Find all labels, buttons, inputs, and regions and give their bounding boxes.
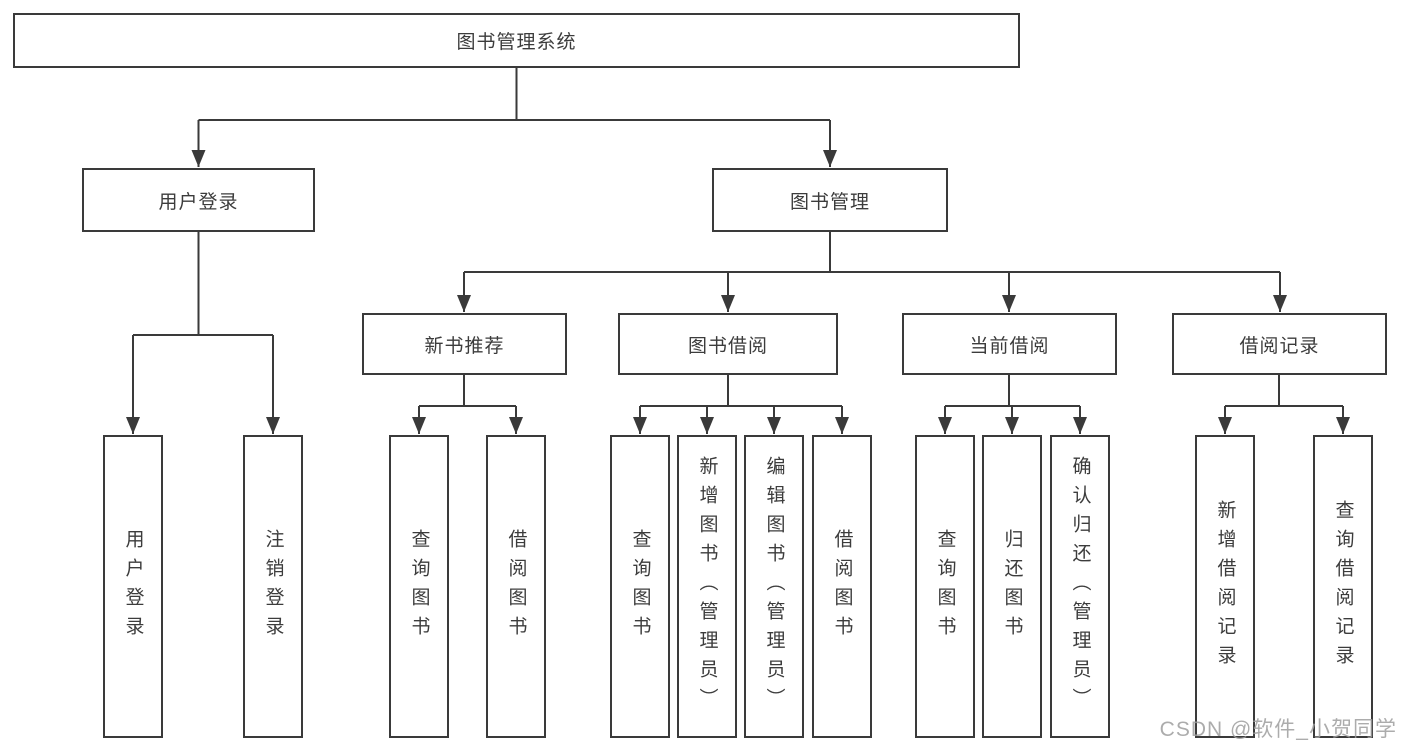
node-label: 查询图书	[408, 528, 430, 645]
node-label: 图书管理	[789, 191, 870, 213]
node-label: 确认归还（管理员）	[1069, 456, 1091, 717]
node-book-management: 图书管理	[712, 168, 948, 232]
node-label: 查询借阅记录	[1332, 499, 1354, 674]
node-library-system: 图书管理系统	[13, 13, 1020, 68]
leaf-borrow-books: 借阅图书	[812, 435, 872, 738]
node-label: 新书推荐	[424, 335, 505, 357]
leaf-query-books-borrow: 查询图书	[610, 435, 670, 738]
node-label: 借阅图书	[505, 528, 527, 645]
node-label: 图书管理系统	[456, 32, 577, 53]
node-label: 新增图书（管理员）	[696, 456, 718, 717]
leaf-add-book-admin: 新增图书（管理员）	[677, 435, 737, 738]
node-label: 当前借阅	[969, 335, 1050, 357]
leaf-query-books-current: 查询图书	[915, 435, 975, 738]
node-book-borrowing: 图书借阅	[618, 313, 838, 375]
leaf-user-login: 用户登录	[103, 435, 163, 738]
leaf-logout: 注销登录	[243, 435, 303, 738]
csdn-watermark: CSDN @软件_小贺同学	[1159, 718, 1397, 741]
node-user-login: 用户登录	[82, 168, 315, 232]
node-label: 图书借阅	[687, 335, 768, 357]
node-label: 归还图书	[1001, 528, 1023, 645]
leaf-edit-book-admin: 编辑图书（管理员）	[744, 435, 804, 738]
node-label: 用户登录	[122, 528, 144, 645]
node-label: 注销登录	[262, 528, 284, 645]
node-label: 新增借阅记录	[1214, 499, 1236, 674]
leaf-return-books: 归还图书	[982, 435, 1042, 738]
node-label: 用户登录	[158, 191, 239, 213]
leaf-borrow-books-recommend: 借阅图书	[486, 435, 546, 738]
node-label: 查询图书	[934, 528, 956, 645]
node-label: 查询图书	[629, 528, 651, 645]
leaf-query-borrow-record: 查询借阅记录	[1313, 435, 1373, 738]
node-label: 借阅图书	[831, 528, 853, 645]
leaf-add-borrow-record: 新增借阅记录	[1195, 435, 1255, 738]
node-label: 借阅记录	[1239, 335, 1320, 357]
node-current-borrowing: 当前借阅	[902, 313, 1117, 375]
node-borrowing-records: 借阅记录	[1172, 313, 1387, 375]
leaf-query-books-recommend: 查询图书	[389, 435, 449, 738]
node-new-book-recommendation: 新书推荐	[362, 313, 567, 375]
node-label: 编辑图书（管理员）	[763, 456, 785, 717]
leaf-confirm-return-admin: 确认归还（管理员）	[1050, 435, 1110, 738]
